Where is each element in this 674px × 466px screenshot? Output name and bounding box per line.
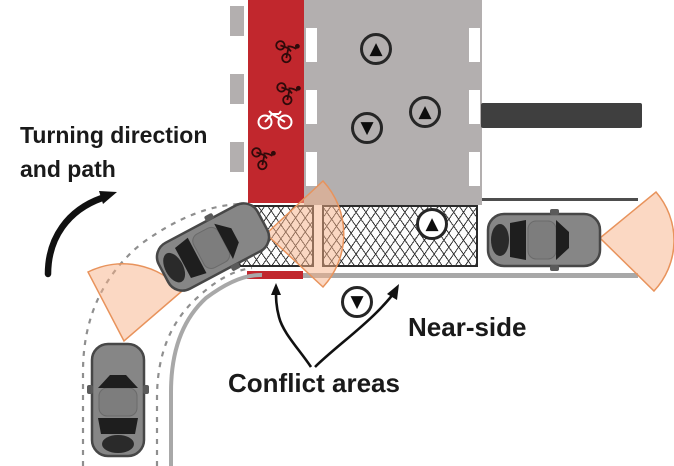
conflict-pointer-left-head [271,283,281,295]
pedestrian-footway [304,0,482,205]
turn-path-outer-dashed [81,202,245,466]
approaching-car [85,342,151,458]
footway-edge-dashes-right [469,0,480,205]
road-edge-bottom [258,273,638,278]
turn-path-inner-dashed [155,266,253,466]
pedestrian-direction-down-icon: ▼ [341,286,373,318]
turning-direction-arrow [44,191,117,278]
pedestrian-direction-up-icon: ▲ [416,208,448,240]
footway-edge-dashes-left [306,0,317,205]
conflict-pointer-left [274,289,313,368]
pedestrian-direction-up-icon: ▲ [360,33,392,65]
conflict-area-pedestrian-crossing [322,205,478,267]
conflict-areas-label: Conflict areas [228,368,400,398]
road-edge-top [482,198,638,201]
bike-lane [248,0,304,203]
conflict-area-bike-crossing [238,205,314,267]
barrier-bar [481,103,642,128]
conflict-pointer-arrows [271,283,399,368]
exiting-car [486,207,602,273]
approach-car-view-cone [86,263,184,343]
pedestrian-direction-up-icon: ▲ [409,96,441,128]
pedestrian-direction-down-icon: ▼ [351,112,383,144]
lane-divider-dashes [230,0,244,203]
near-side-label: Near-side [408,312,527,342]
conflict-pointer-right-head [387,284,399,300]
turning-direction-label: Turning direction and path [20,122,208,182]
bike-lane-continuation [247,271,303,279]
